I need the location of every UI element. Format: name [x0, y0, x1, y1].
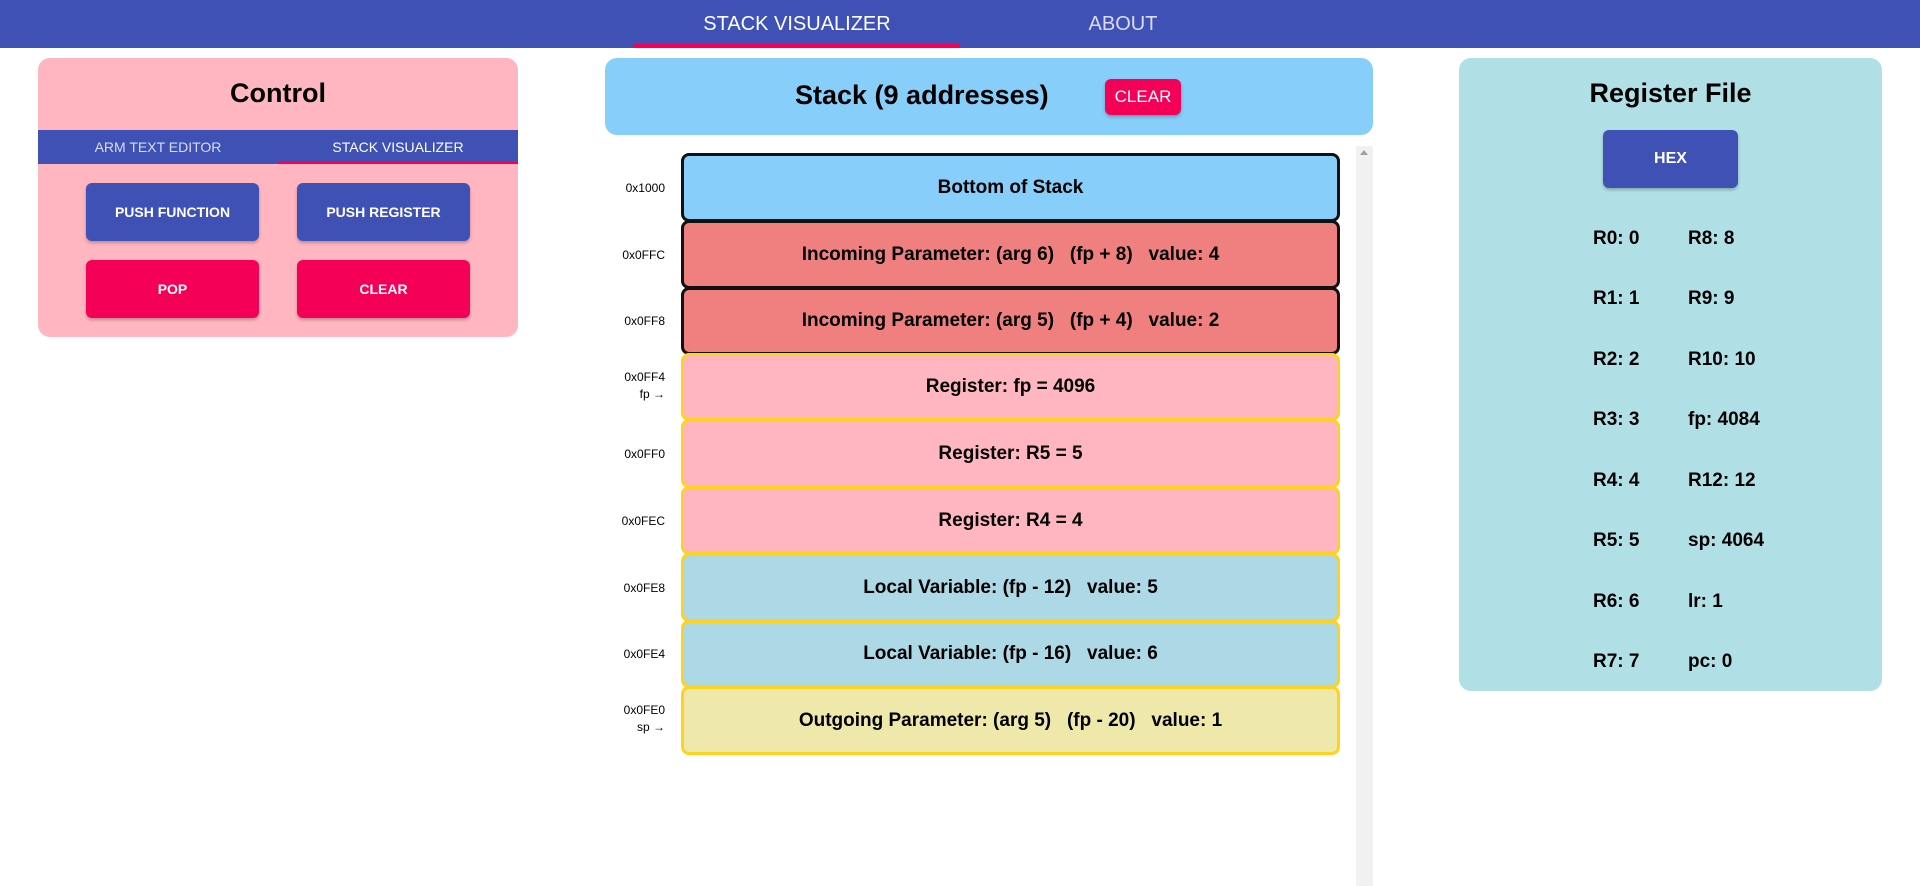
- register-value: fp: 4084: [1688, 409, 1760, 430]
- register-value: R6: 6: [1593, 591, 1640, 612]
- control-clear-button[interactable]: CLEAR: [297, 260, 470, 318]
- stack-cell-bottom: Bottom of Stack: [681, 153, 1340, 222]
- address-label: 0x0FF0: [624, 447, 665, 461]
- stack-header: Stack (9 addresses) CLEAR: [605, 58, 1373, 135]
- active-tab-indicator: [634, 44, 960, 48]
- top-nav-bar: STACK VISUALIZER ABOUT: [0, 0, 1920, 48]
- pop-button[interactable]: POP: [86, 260, 259, 318]
- register-value: R7: 7: [1593, 651, 1640, 672]
- register-value: R10: 10: [1688, 349, 1756, 370]
- stack-address: 0x0FF8: [605, 313, 665, 330]
- stack-cell-local-variable: Local Variable: (fp - 16) value: 6: [681, 620, 1340, 688]
- register-value: R4: 4: [1593, 470, 1640, 491]
- tab-arm-text-editor[interactable]: ARM TEXT EDITOR: [94, 139, 222, 155]
- stack-address: 0x0FF0: [605, 446, 665, 463]
- register-value: R1: 1: [1593, 288, 1640, 309]
- stack-cell-local-variable: Local Variable: (fp - 12) value: 5: [681, 553, 1340, 622]
- tab-about[interactable]: ABOUT: [1088, 12, 1158, 35]
- stack-address: 0x0FE4: [605, 646, 665, 663]
- address-label: 0x0FE4: [623, 647, 665, 661]
- register-value: R8: 8: [1688, 228, 1735, 249]
- stack-address: 0x0FFC: [605, 247, 665, 264]
- stack-clear-button[interactable]: CLEAR: [1105, 79, 1181, 115]
- register-value: sp: 4064: [1688, 530, 1765, 551]
- stack-scrollbar[interactable]: [1356, 146, 1373, 886]
- push-function-button[interactable]: PUSH FUNCTION: [86, 183, 259, 241]
- tab-stack-visualizer[interactable]: STACK VISUALIZER: [703, 12, 891, 35]
- register-value: R9: 9: [1688, 288, 1735, 309]
- address-label: 0x0FF8: [624, 314, 665, 328]
- fp-pointer-arrow: fp →: [639, 387, 665, 401]
- scroll-up-arrow-icon[interactable]: [1360, 150, 1368, 155]
- register-value: pc: 0: [1688, 651, 1733, 672]
- register-value: R0: 0: [1593, 228, 1640, 249]
- stack-title: Stack (9 addresses): [795, 80, 1049, 110]
- control-panel: Control ARM TEXT EDITOR STACK VISUALIZER…: [38, 58, 518, 337]
- stack-address: 0x0FE0 sp →: [605, 702, 665, 736]
- register-value: lr: 1: [1688, 591, 1723, 612]
- stack-address: 0x0FE8: [605, 580, 665, 597]
- stack-address: 0x1000: [605, 180, 665, 197]
- address-label: 0x0FF4: [624, 370, 665, 384]
- stack-address: 0x0FF4 fp →: [605, 369, 665, 403]
- register-file-panel: Register File HEX R0: 0 R1: 1 R2: 2 R3: …: [1459, 58, 1882, 691]
- stack-cell-outgoing-parameter: Outgoing Parameter: (arg 5) (fp - 20) va…: [681, 686, 1340, 755]
- register-value: R5: 5: [1593, 530, 1640, 551]
- address-label: 0x0FE8: [623, 581, 665, 595]
- tab-control-stack-visualizer[interactable]: STACK VISUALIZER: [332, 139, 464, 155]
- control-tab-bar: ARM TEXT EDITOR STACK VISUALIZER: [38, 130, 518, 164]
- address-label: 0x1000: [625, 181, 665, 195]
- register-value: R12: 12: [1688, 470, 1756, 491]
- address-label: 0x0FFC: [622, 248, 665, 262]
- push-register-button[interactable]: PUSH REGISTER: [297, 183, 470, 241]
- control-tab-indicator: [278, 162, 518, 164]
- address-label: 0x0FE0: [623, 703, 665, 717]
- stack-cell-incoming-parameter: Incoming Parameter: (arg 6) (fp + 8) val…: [681, 220, 1340, 289]
- control-title: Control: [230, 78, 326, 108]
- stack-cell-register-r4: Register: R4 = 4: [681, 486, 1340, 555]
- register-value: R3: 3: [1593, 409, 1640, 430]
- stack-cell-register-r5: Register: R5 = 5: [681, 419, 1340, 488]
- sp-pointer-arrow: sp →: [636, 720, 665, 734]
- stack-cell-register-fp: Register: fp = 4096: [681, 353, 1340, 421]
- register-file-title: Register File: [1589, 78, 1752, 108]
- hex-toggle-button[interactable]: HEX: [1603, 130, 1738, 188]
- address-label: 0x0FEC: [621, 514, 665, 528]
- stack-cell-incoming-parameter: Incoming Parameter: (arg 5) (fp + 4) val…: [681, 287, 1340, 355]
- stack-address: 0x0FEC: [605, 513, 665, 530]
- register-value: R2: 2: [1593, 349, 1640, 370]
